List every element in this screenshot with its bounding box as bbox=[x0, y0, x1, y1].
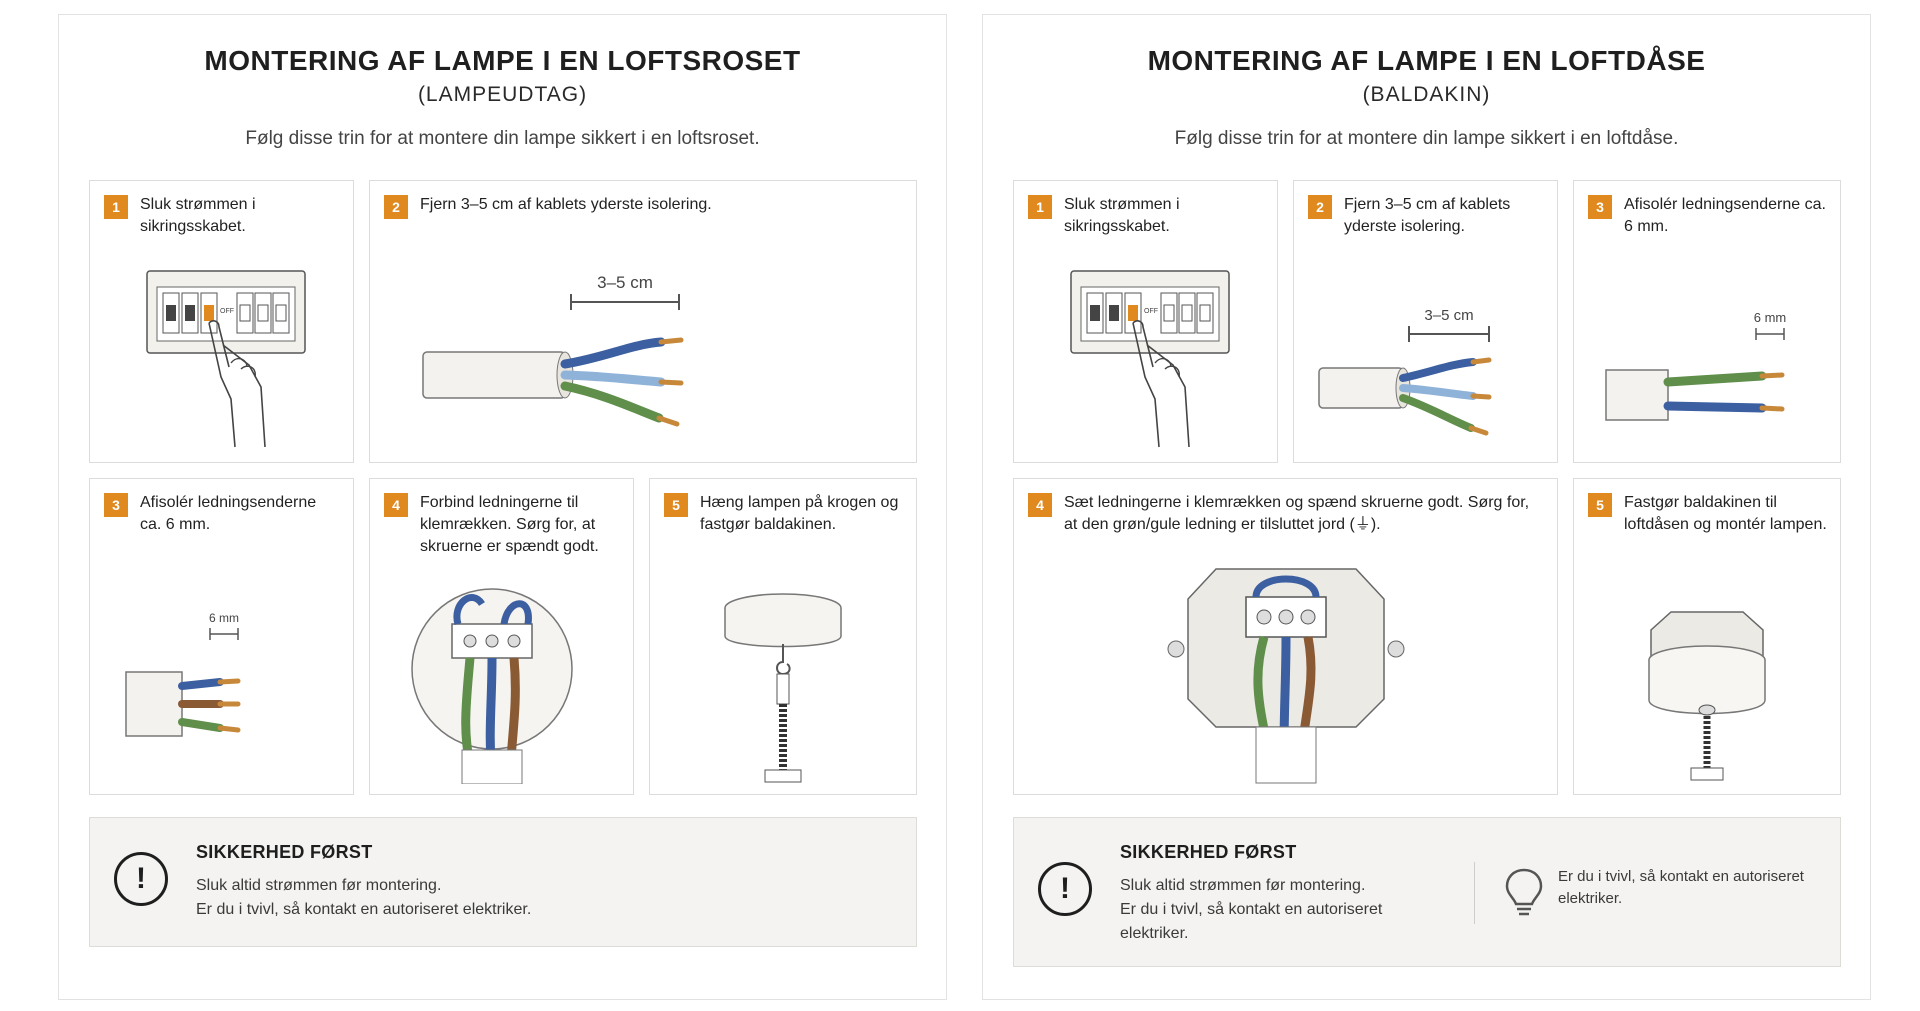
step-number-badge: 1 bbox=[1028, 195, 1052, 219]
step-text: Afisolér ledningsenderne ca. 6 mm. bbox=[140, 494, 317, 533]
step-number-badge: 4 bbox=[384, 493, 408, 517]
panel-loftsroset: MONTERING AF LAMPE I EN LOFTSROSET (LAMP… bbox=[58, 14, 947, 1000]
step-text: Fastgør baldakinen til loftdåsen og mont… bbox=[1624, 494, 1827, 533]
tip-line: elektriker. bbox=[1558, 890, 1623, 907]
page-title: MONTERING AF LAMPE I EN LOFTDÅSE bbox=[1147, 45, 1706, 76]
breaker-hand-illustration: OFF bbox=[90, 247, 353, 452]
exclamation-circle-icon: ! bbox=[1038, 862, 1092, 916]
step-card-3: 3 Afisolér ledningsenderne ca. 6 mm. 6 m… bbox=[1573, 180, 1841, 463]
step-number-badge: 1 bbox=[104, 195, 128, 219]
tip-line: Er du i tvivl, så kontakt en autoriseret bbox=[1558, 868, 1804, 885]
step-card-4: 4 Sæt ledningerne i klemrækken og spænd … bbox=[1013, 478, 1558, 795]
lightbulb-icon bbox=[1504, 866, 1544, 925]
intro-text: Følg disse trin for at montere din lampe… bbox=[1174, 128, 1679, 149]
strip-measure-label: 6 mm bbox=[209, 611, 239, 625]
step-text: Hæng lampen på krogen og fastgør baldaki… bbox=[700, 494, 899, 533]
canopy-hang-illustration bbox=[650, 574, 916, 784]
safety-box: ! SIKKERHED FØRST Sluk altid strømmen fø… bbox=[89, 817, 917, 947]
step-text: Fjern 3–5 cm af kablets yderste isolerin… bbox=[420, 196, 712, 213]
svg-text:OFF: OFF bbox=[1144, 308, 1158, 315]
safety-line: Sluk altid strømmen før montering. bbox=[196, 877, 442, 894]
step-number-badge: 2 bbox=[1308, 195, 1332, 219]
exclamation-circle-icon: ! bbox=[114, 852, 168, 906]
step-text: Forbind ledningerne til klemrækken. Sørg… bbox=[420, 494, 599, 555]
safety-title: SIKKERHED FØRST bbox=[196, 842, 373, 862]
step-text: Afisolér ledningsenderne ca. 6 mm. bbox=[1624, 196, 1826, 235]
step-card-2: 2 Fjern 3–5 cm af kablets yderste isoler… bbox=[369, 180, 917, 463]
wire-strip-illustration: 6 mm bbox=[1574, 272, 1840, 452]
step-card-1: 1 Sluk strømmen i sikringsskabet. OFF bbox=[1013, 180, 1278, 463]
step-card-3: 3 Afisolér ledningsenderne ca. 6 mm. 6 m… bbox=[89, 478, 354, 795]
strip-measure-label: 3–5 cm bbox=[597, 273, 653, 292]
page-subtitle: (BALDAKIN) bbox=[1362, 83, 1491, 106]
step-number-badge: 4 bbox=[1028, 493, 1052, 517]
step-number-badge: 3 bbox=[104, 493, 128, 517]
safety-title: SIKKERHED FØRST bbox=[1120, 842, 1297, 862]
panel-loftdaase: MONTERING AF LAMPE I EN LOFTDÅSE (BALDAK… bbox=[982, 14, 1871, 1000]
step-text: Sæt ledningerne i klemrækken og spænd sk… bbox=[1064, 494, 1530, 533]
step-card-1: 1 Sluk strømmen i sikringsskabet. OFF bbox=[89, 180, 354, 463]
page-subtitle: (LAMPEUDTAG) bbox=[417, 83, 588, 106]
safety-line: Sluk altid strømmen før montering. bbox=[1120, 877, 1366, 894]
cable-strip-illustration: 3–5 cm bbox=[1294, 282, 1557, 452]
step-text: Sluk strømmen i sikringsskabet. bbox=[140, 196, 256, 235]
safety-divider bbox=[1474, 862, 1475, 924]
step-card-5: 5 Fastgør baldakinen til loftdåsen og mo… bbox=[1573, 478, 1841, 795]
wire-strip-illustration: 6 mm bbox=[90, 564, 353, 784]
step-card-4: 4 Forbind ledningerne til klemrækken. Sø… bbox=[369, 478, 634, 795]
step-text: Sluk strømmen i sikringsskabet. bbox=[1064, 196, 1180, 235]
safety-line: elektriker. bbox=[1120, 925, 1189, 942]
svg-text:OFF: OFF bbox=[220, 308, 234, 315]
safety-line: Er du i tvivl, så kontakt en autoriseret bbox=[1120, 901, 1383, 918]
cable-strip-illustration: 3–5 cm bbox=[370, 252, 916, 452]
safety-line: Er du i tvivl, så kontakt en autoriseret… bbox=[196, 901, 532, 918]
safety-box: ! SIKKERHED FØRST Sluk altid strømmen fø… bbox=[1013, 817, 1841, 967]
step-number-badge: 3 bbox=[1588, 195, 1612, 219]
terminal-block-illustration bbox=[370, 574, 633, 784]
intro-text: Følg disse trin for at montere din lampe… bbox=[245, 128, 760, 149]
strip-measure-label: 6 mm bbox=[1754, 310, 1787, 325]
strip-measure-label: 3–5 cm bbox=[1424, 307, 1473, 324]
junction-box-illustration bbox=[1014, 549, 1557, 784]
canopy-mount-illustration bbox=[1574, 594, 1840, 784]
step-number-badge: 5 bbox=[664, 493, 688, 517]
step-text: Fjern 3–5 cm af kablets yderste isolerin… bbox=[1344, 196, 1511, 235]
step-number-badge: 5 bbox=[1588, 493, 1612, 517]
breaker-hand-illustration: OFF bbox=[1014, 247, 1277, 452]
step-card-2: 2 Fjern 3–5 cm af kablets yderste isoler… bbox=[1293, 180, 1558, 463]
step-card-5: 5 Hæng lampen på krogen og fastgør balda… bbox=[649, 478, 917, 795]
step-number-badge: 2 bbox=[384, 195, 408, 219]
page-title: MONTERING AF LAMPE I EN LOFTSROSET bbox=[204, 45, 801, 76]
